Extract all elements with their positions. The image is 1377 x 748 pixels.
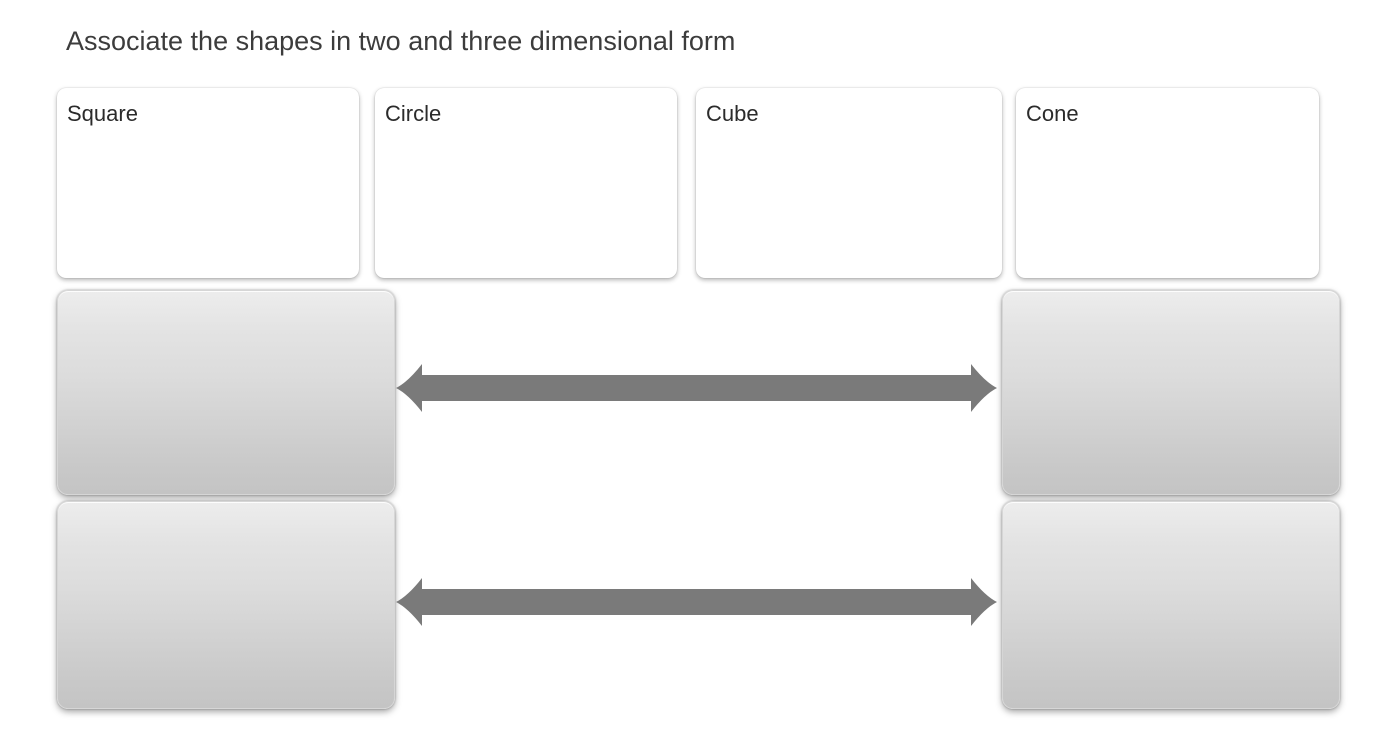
term-card-square[interactable]: Square — [57, 88, 359, 278]
term-card-cube[interactable]: Cube — [696, 88, 1002, 278]
drop-zone-bottom-right[interactable] — [1002, 501, 1340, 709]
drop-zone-top-left[interactable] — [57, 290, 395, 495]
term-card-label: Cube — [706, 101, 759, 126]
double-arrow-icon-top — [394, 349, 999, 427]
double-arrow-icon-bottom — [394, 563, 999, 641]
term-card-label: Circle — [385, 101, 442, 126]
term-card-label: Cone — [1026, 101, 1079, 126]
drop-zone-top-right[interactable] — [1002, 290, 1340, 495]
term-card-cone[interactable]: Cone — [1016, 88, 1319, 278]
page-title: Associate the shapes in two and three di… — [66, 26, 736, 56]
term-card-label: Square — [67, 101, 138, 126]
term-card-circle[interactable]: Circle — [375, 88, 677, 278]
drop-zone-bottom-left[interactable] — [57, 501, 395, 709]
